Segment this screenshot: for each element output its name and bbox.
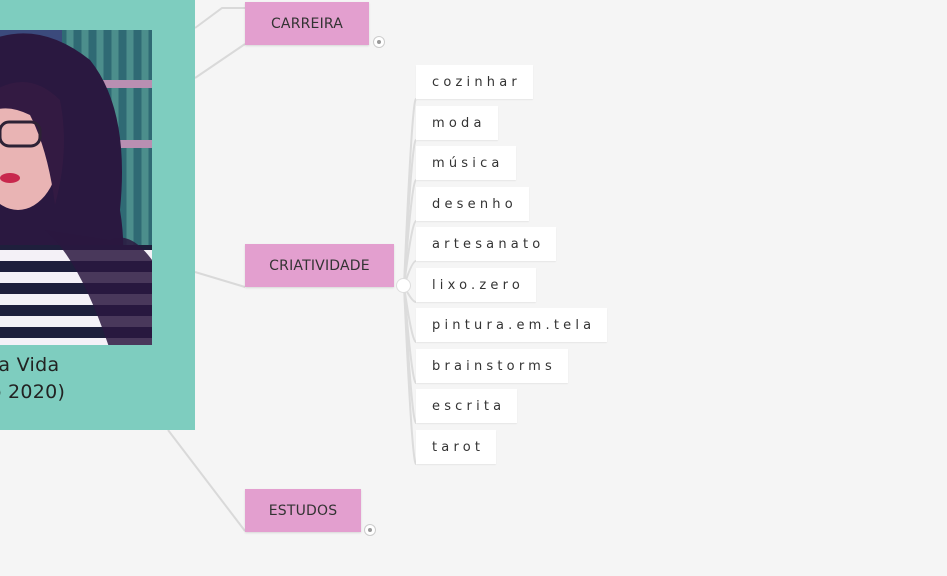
leaf-connector — [403, 179, 417, 287]
central-caption: da Vida ro 2020) — [0, 352, 195, 406]
profile-photo — [0, 30, 152, 345]
leaf-node[interactable]: cozinhar — [416, 65, 533, 99]
leaf-node[interactable]: escrita — [416, 389, 517, 423]
leaf-connector — [403, 285, 417, 465]
leaf-node[interactable]: tarot — [416, 430, 496, 464]
central-topic[interactable]: da Vida ro 2020) — [0, 0, 195, 430]
leaf-node[interactable]: lixo.zero — [416, 268, 536, 302]
central-caption-line2: ro 2020) — [0, 381, 66, 403]
central-caption-line1: da Vida — [0, 354, 60, 376]
leaf-node[interactable]: música — [416, 146, 516, 180]
branch-estudos[interactable]: ESTUDOS — [245, 489, 361, 532]
leaf-node[interactable]: brainstorms — [416, 349, 568, 383]
connector-criatividade — [194, 271, 246, 288]
portrait-illustration — [0, 30, 152, 345]
collapse-toggle-criatividade[interactable] — [396, 278, 411, 293]
leaf-node[interactable]: artesanato — [416, 227, 556, 261]
connector-carreira-upper — [194, 7, 245, 29]
leaf-connector — [403, 220, 417, 287]
connector-estudos — [167, 429, 246, 532]
branch-carreira[interactable]: CARREIRA — [245, 2, 369, 45]
leaf-node[interactable]: moda — [416, 106, 498, 140]
expand-toggle-carreira[interactable] — [373, 36, 385, 48]
leaf-node[interactable]: desenho — [416, 187, 529, 221]
leaf-node[interactable]: pintura.em.tela — [416, 308, 607, 342]
expand-toggle-estudos[interactable] — [364, 524, 376, 536]
connector-carreira-lower — [194, 43, 246, 79]
branch-criatividade[interactable]: CRIATIVIDADE — [245, 244, 394, 287]
leaf-connectors — [403, 98, 417, 465]
